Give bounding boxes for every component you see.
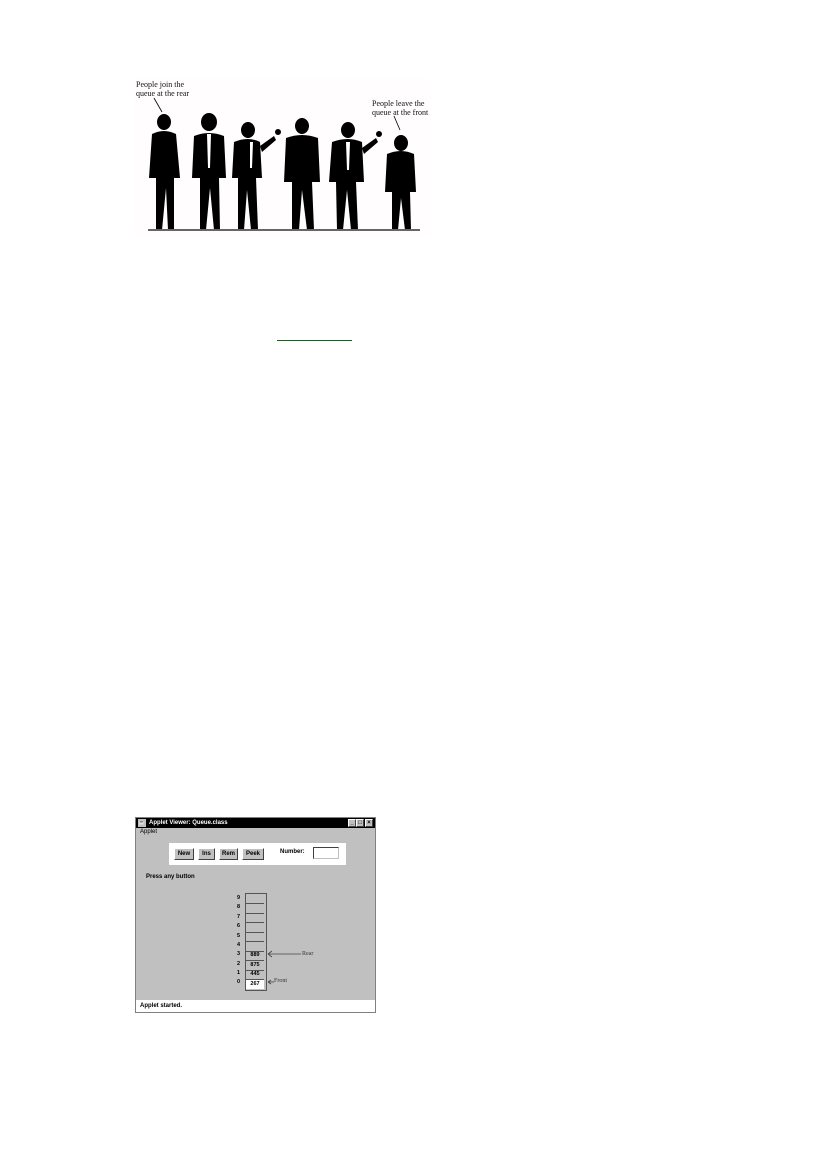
queue-index: 7	[237, 914, 241, 920]
status-bar: Applet started.	[136, 1000, 375, 1012]
queue-index: 2	[237, 961, 241, 967]
queue-cell	[246, 894, 264, 904]
queue-cell-rear: 889	[246, 951, 264, 961]
number-input[interactable]	[313, 847, 339, 859]
queue-cell	[246, 923, 264, 933]
rear-front-arrows	[267, 950, 301, 985]
insert-button[interactable]: Ins	[198, 848, 215, 860]
join-rear-caption: People join the queue at the rear	[136, 80, 190, 98]
leave-front-caption: People leave the queue at the front	[372, 99, 429, 117]
menu-bar: Applet	[136, 828, 375, 837]
maximize-button[interactable]: □	[356, 819, 364, 827]
queue-array: 889 875 445 267	[245, 893, 267, 991]
number-label: Number:	[280, 849, 305, 855]
hyperlink-underline[interactable]	[277, 340, 352, 341]
menu-applet[interactable]: Applet	[140, 829, 158, 835]
queue-cell	[246, 942, 264, 952]
remove-button[interactable]: Rem	[219, 848, 238, 860]
queue-index: 8	[237, 904, 241, 910]
close-button[interactable]: ×	[365, 819, 373, 827]
queue-index: 5	[237, 933, 241, 939]
prompt-text: Press any button	[146, 874, 195, 880]
queue-cell: 445	[246, 970, 264, 980]
queue-cell	[246, 932, 264, 942]
queue-index: 4	[237, 942, 241, 948]
peek-button[interactable]: Peek	[242, 848, 264, 860]
window-title: Applet Viewer: Queue.class	[149, 820, 228, 826]
status-text: Applet started.	[140, 1003, 183, 1009]
queue-cell	[246, 913, 264, 923]
queue-index: 3	[237, 951, 241, 957]
minimize-button[interactable]: _	[348, 819, 356, 827]
applet-viewer-window: ☕ Applet Viewer: Queue.class _ □ × Apple…	[135, 817, 376, 1013]
queue-cell: 875	[246, 961, 264, 971]
queue-index: 0	[237, 979, 241, 985]
queue-index: 9	[237, 895, 241, 901]
queue-index: 6	[237, 923, 241, 929]
people-silhouettes-image	[148, 97, 420, 231]
control-panel: New Ins Rem Peek Number:	[169, 843, 346, 865]
queue-index: 1	[237, 970, 241, 976]
java-app-icon: ☕	[138, 819, 146, 827]
queue-cell	[246, 904, 264, 914]
rear-label: Rear	[302, 951, 314, 957]
title-bar: ☕ Applet Viewer: Queue.class _ □ ×	[136, 818, 375, 828]
queue-illustration: People join the queue at the rear People…	[134, 78, 430, 236]
new-button[interactable]: New	[174, 848, 194, 860]
queue-cell-front: 267	[246, 979, 264, 989]
front-label: Front	[274, 978, 288, 984]
